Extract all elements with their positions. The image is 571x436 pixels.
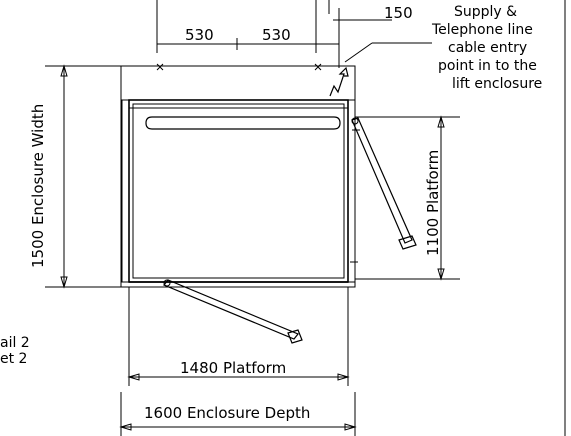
enclosure-outline — [120, 65, 356, 288]
cable-entry-note: Supply & Telephone line cable entry poin… — [431, 4, 542, 92]
svg-text:ail 2: ail 2 — [0, 335, 30, 351]
front-gate — [163, 279, 303, 344]
svg-text:Supply &: Supply & — [454, 4, 517, 20]
top-dimension-group: 530 530 150 — [156, 0, 413, 68]
platform-width-dimension: 1100 Platform — [355, 115, 460, 281]
dim-left-offset: 530 — [185, 26, 214, 44]
dim-right-offset: 530 — [262, 26, 291, 44]
svg-text:Telephone line: Telephone line — [431, 22, 533, 38]
svg-text:et 2: et 2 — [0, 351, 27, 367]
svg-text:cable entry: cable entry — [448, 40, 527, 56]
dim-cable-offset: 150 — [384, 4, 413, 22]
entry-marks — [156, 63, 322, 71]
side-gate — [350, 117, 417, 263]
platform — [121, 99, 356, 288]
cable-entry-leader — [344, 42, 432, 63]
platform-depth-dimension: 1480 Platform — [127, 287, 350, 386]
handrail — [145, 116, 341, 130]
cable-entry-symbol — [329, 66, 349, 97]
dim-enclosure-width: 1500 Enclosure Width — [29, 104, 47, 268]
enclosure-width-dimension: 1500 Enclosure Width — [29, 64, 121, 289]
detail-reference: ail 2 et 2 — [0, 335, 30, 367]
dim-enclosure-depth: 1600 Enclosure Depth — [144, 404, 310, 422]
svg-text:lift enclosure: lift enclosure — [452, 76, 542, 92]
enclosure-depth-dimension: 1600 Enclosure Depth — [119, 392, 357, 436]
dim-platform-depth: 1480 Platform — [180, 359, 286, 377]
dim-platform-width: 1100 Platform — [424, 150, 442, 256]
svg-text:point in to the: point in to the — [438, 58, 537, 74]
